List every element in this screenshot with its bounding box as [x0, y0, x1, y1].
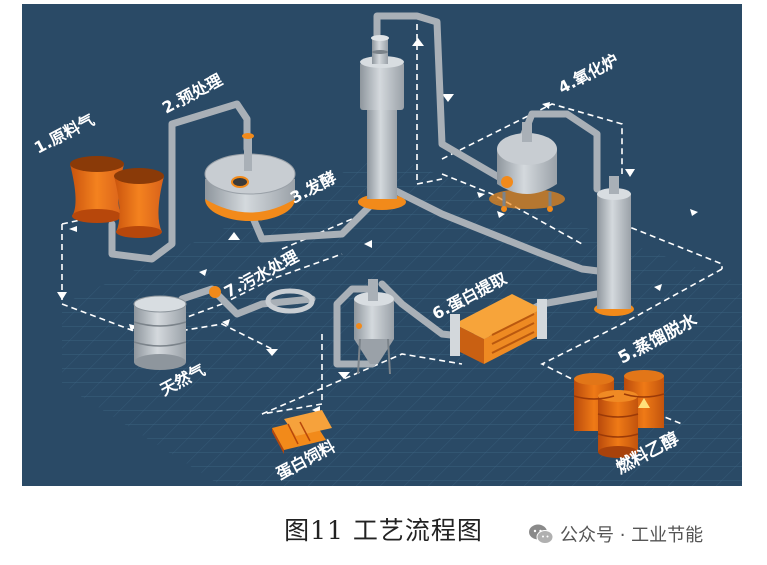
- pretreatment-tank: [204, 133, 296, 221]
- distillation-tower: [594, 176, 634, 316]
- watermark: 公众号 · 工业节能: [528, 521, 703, 547]
- wechat-icon: [529, 524, 554, 544]
- protein-feed-bags: [272, 410, 332, 454]
- step-label-oxidation: 4.氧化炉: [555, 50, 622, 97]
- diagram-panel: 1.原料气 2.预处理 3.发酵 4.氧化炉 5.蒸馏脱水 6.蛋白提取 7.污…: [22, 4, 742, 486]
- process-diagram: 1.原料气 2.预处理 3.发酵 4.氧化炉 5.蒸馏脱水 6.蛋白提取 7.污…: [31, 12, 742, 486]
- cooling-towers: [70, 156, 164, 238]
- oxidation-furnace: [489, 122, 565, 212]
- natural-gas-keg: [133, 295, 187, 370]
- protein-extractor: [450, 294, 547, 364]
- fermentation-column: [358, 35, 406, 210]
- figure-caption: 图11 工艺流程图: [284, 516, 483, 545]
- wastewater-ring: [209, 286, 315, 314]
- pipes: [108, 12, 626, 368]
- fuel-ethanol-barrels: [573, 370, 665, 458]
- dashed-flow-lines: [61, 24, 723, 425]
- step-label-raw-gas: 1.原料气: [31, 110, 98, 157]
- watermark-text: 公众号 · 工业节能: [560, 525, 704, 546]
- conical-settler: [354, 279, 394, 375]
